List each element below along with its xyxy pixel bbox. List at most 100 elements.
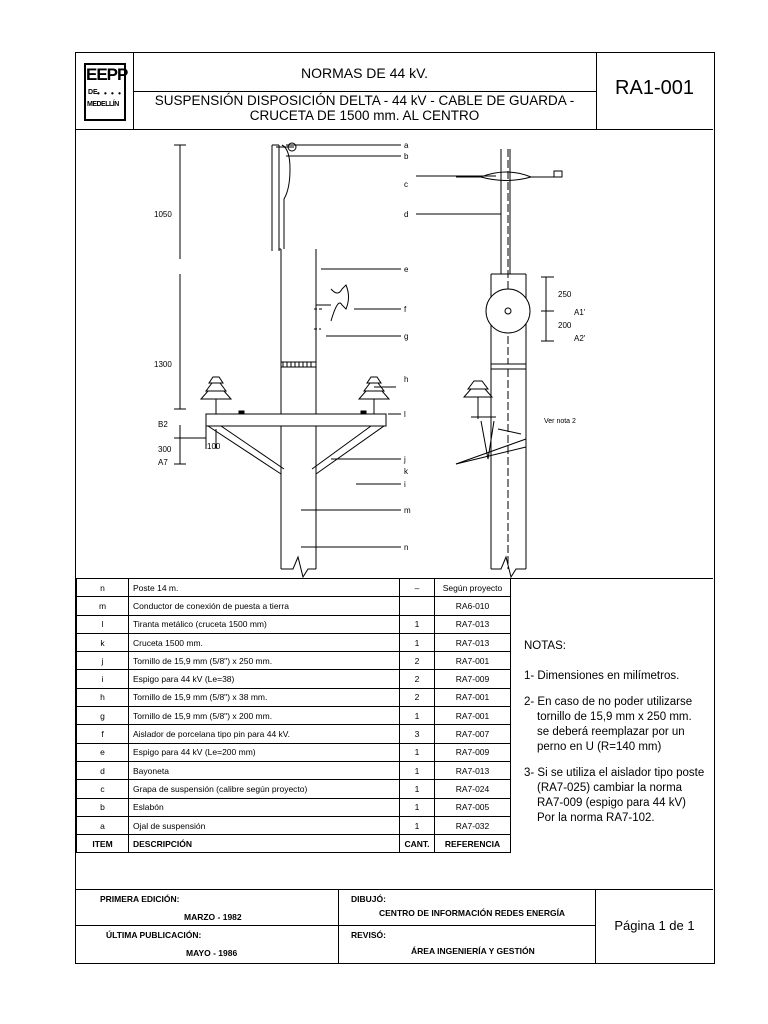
letter-n: n — [404, 543, 408, 552]
reference-cell: RA7-001 — [434, 687, 511, 708]
description-cell: Tornillo de 15,9 mm (5/8") x 38 mm. — [128, 687, 400, 708]
note-1: 1- Dimensiones en milímetros. — [524, 670, 680, 682]
logo-de-text: DE — [88, 89, 98, 96]
dibujo-value: CENTRO DE INFORMACIÓN REDES ENERGÍA — [379, 908, 566, 918]
document-code: RA1-001 — [615, 77, 694, 99]
quantity-cell: 1 — [399, 815, 435, 836]
item-cell: i — [76, 669, 129, 689]
description-cell: Tiranta metálico (cruceta 1500 mm) — [128, 614, 400, 634]
item-cell: c — [76, 779, 129, 799]
primera-edicion-cell: PRIMERA EDICIÓN: MARZO - 1982 — [76, 890, 339, 926]
description-cell: Espigo para 44 kV (Le=200 mm) — [128, 742, 400, 762]
insulator-left — [199, 376, 233, 414]
reference-cell: RA7-013 — [434, 760, 511, 781]
leader-lines — [286, 144, 501, 548]
note-3-line-1: 3- Si se utiliza el aislador tipo poste — [524, 767, 705, 779]
primera-edicion-value: MARZO - 1982 — [184, 912, 242, 922]
reference-cell: RA7-009 — [434, 669, 511, 689]
quantity-cell: 2 — [399, 651, 435, 671]
pagina-cell: Página 1 de 1 — [596, 890, 713, 963]
label-a2: A2' — [574, 334, 586, 343]
reference-cell: RA6-010 — [434, 596, 511, 616]
item-cell: e — [76, 742, 129, 762]
technical-drawing: 1050 1300 300 100 B2 A7 — [76, 129, 713, 579]
note-2-line-1: 2- En caso de no poder utilizarse — [524, 696, 693, 708]
item-cell: h — [76, 687, 129, 708]
logo-cell: EEPP DE • • • • MEDELLÍN — [76, 53, 134, 129]
description-cell: Ojal de suspensión — [128, 815, 400, 836]
dim-200: 200 — [558, 321, 572, 330]
dim-300: 300 — [158, 445, 172, 454]
description-cell: Aislador de porcelana tipo pin para 44 k… — [128, 724, 400, 744]
letter-f: f — [404, 305, 407, 314]
dim-1300: 1300 — [154, 360, 172, 369]
item-cell: g — [76, 706, 129, 726]
logo-main-text: EEPP — [86, 65, 128, 84]
title-divider — [133, 91, 596, 92]
letter-c: c — [404, 180, 408, 189]
quantity-cell: 1 — [399, 797, 435, 817]
insulator-right — [357, 376, 391, 414]
description-cell: Grapa de suspensión (calibre según proye… — [128, 779, 400, 799]
dim-100: 100 — [207, 442, 221, 451]
description-cell: Cruceta 1500 mm. — [128, 632, 400, 653]
dim-1050: 1050 — [154, 210, 172, 219]
item-cell: f — [76, 724, 129, 744]
item-cell: m — [76, 596, 129, 616]
item-cell: j — [76, 651, 129, 671]
note-2-line-3: se deberá reemplazar por un — [537, 726, 685, 738]
letter-e: e — [404, 265, 409, 274]
page-number: Página 1 de 1 — [614, 918, 695, 933]
pole-side-view — [174, 142, 391, 578]
letter-d: d — [404, 210, 408, 219]
reference-cell: RA7-001 — [434, 706, 511, 726]
logo-dots: • • • • — [97, 89, 122, 98]
letter-i: i — [404, 480, 406, 489]
reference-cell: RA7-024 — [434, 779, 511, 799]
quantity-cell — [399, 596, 435, 616]
item-cell: l — [76, 614, 129, 634]
header-item: ITEM — [76, 834, 129, 854]
reference-cell: RA7-001 — [434, 651, 511, 671]
company-logo: EEPP DE • • • • MEDELLÍN — [84, 63, 128, 121]
quantity-cell: 2 — [399, 687, 435, 708]
header-reference: REFERENCIA — [434, 834, 511, 854]
note-3-line-2: (RA7-025) cambiar la norma — [537, 782, 683, 794]
note-2: 2- En caso de no poder utilizarse tornil… — [524, 695, 714, 755]
item-cell: a — [76, 815, 129, 836]
letter-l: l — [404, 410, 406, 419]
drawing-sheet: EEPP DE • • • • MEDELLÍN NORMAS DE 44 kV… — [75, 52, 715, 964]
description-cell: Tornillo de 15,9 mm (5/8") x 250 mm. — [128, 651, 400, 671]
logo-city-text: MEDELLÍN — [87, 101, 119, 108]
reference-cell: RA7-013 — [434, 632, 511, 653]
letter-a: a — [404, 141, 409, 150]
note-2-line-4: perno en U (R=140 mm) — [537, 741, 662, 753]
item-cell: n — [76, 577, 129, 598]
header-quantity: CANT. — [399, 834, 435, 854]
quantity-cell: 2 — [399, 669, 435, 689]
reviso-label: REVISÓ: — [351, 930, 386, 940]
quantity-cell: 1 — [399, 742, 435, 762]
ultima-publicacion-value: MAYO - 1986 — [186, 948, 238, 958]
note-3-line-3: RA7-009 (espigo para 44 kV) — [537, 797, 686, 809]
item-cell: k — [76, 632, 129, 653]
note-2-line-2: tornillo de 15,9 mm x 250 mm. — [537, 711, 692, 723]
note-3-line-4: Por la norma RA7-102. — [537, 812, 655, 824]
letter-h: h — [404, 375, 408, 384]
item-cell: d — [76, 760, 129, 781]
pole-drawing-svg: 1050 1300 300 100 B2 A7 — [154, 141, 586, 578]
letter-j: j — [403, 455, 406, 464]
